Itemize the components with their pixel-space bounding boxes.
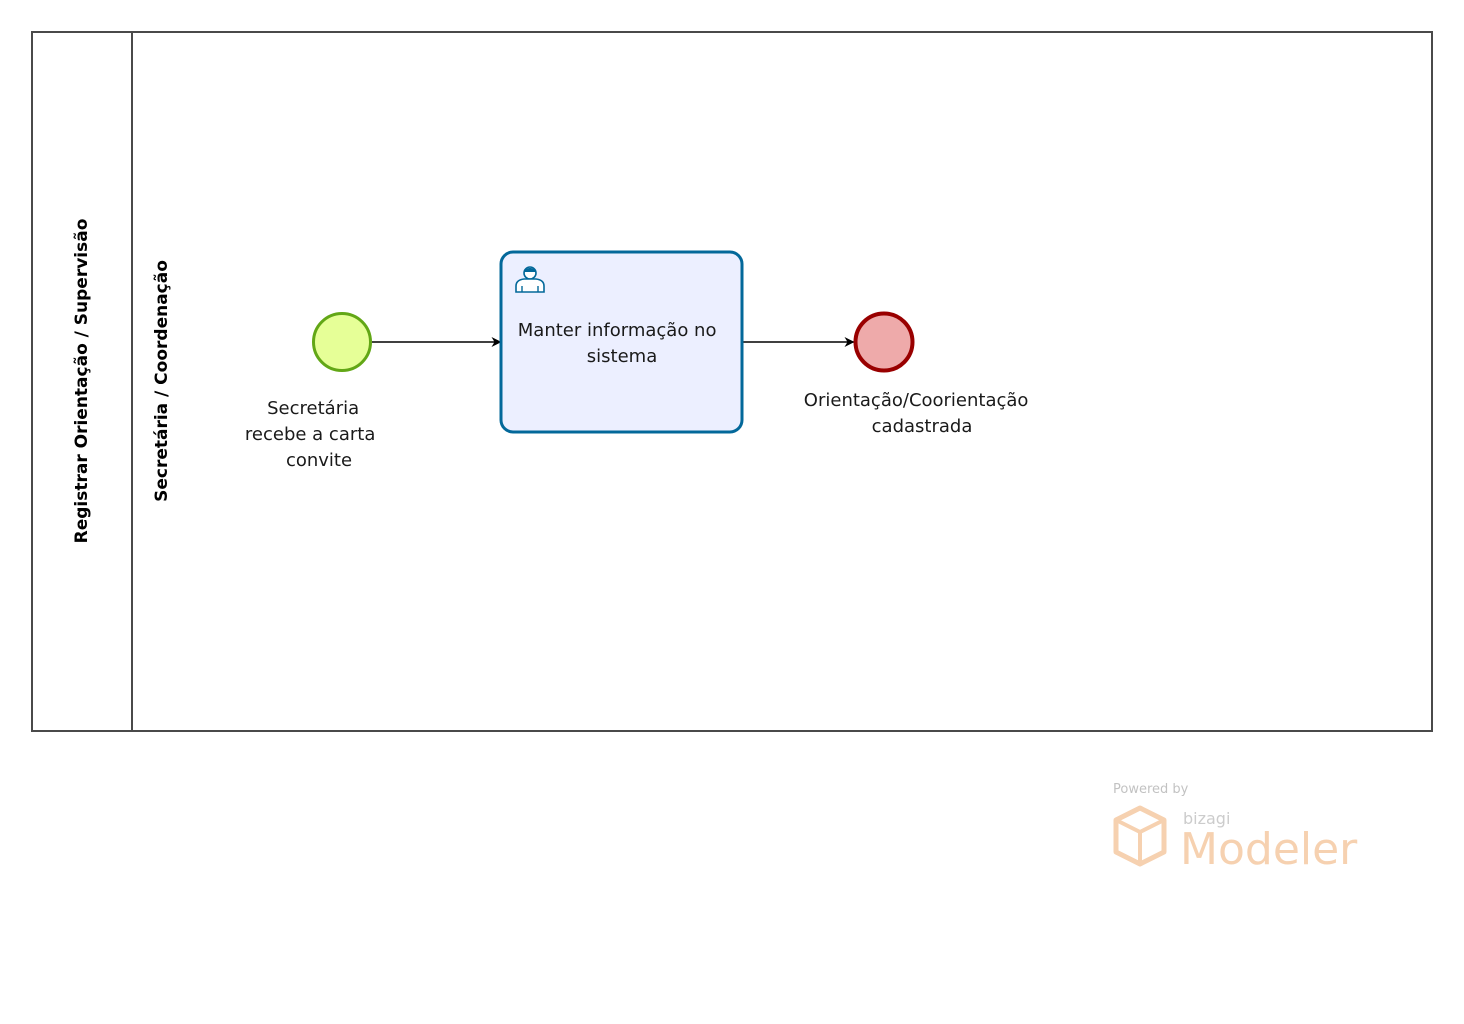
task-label-line: Manter informação no xyxy=(518,320,717,341)
lane[interactable]: Secretária / Coordenação xyxy=(152,260,172,502)
start-event-circle[interactable] xyxy=(312,312,372,372)
task-manter-informacao[interactable]: Manter informação no sistema xyxy=(499,250,744,434)
start-event-label-line: recebe a carta xyxy=(245,424,375,445)
pool-label: Registrar Orientação / Supervisão xyxy=(72,219,92,544)
watermark-product: Modeler xyxy=(1180,824,1358,875)
task-box[interactable] xyxy=(499,250,744,434)
lane-label: Secretária / Coordenação xyxy=(152,260,172,502)
end-event-label-line: cadastrada xyxy=(872,416,973,437)
user-task-icon xyxy=(515,266,545,293)
start-event-label: Secretária recebe a carta convite xyxy=(245,398,381,471)
end-event[interactable]: Orientação/Coorientação cadastrada xyxy=(804,311,1034,438)
watermark-powered-by: Powered by xyxy=(1113,782,1189,797)
start-event[interactable]: Secretária recebe a carta convite xyxy=(245,312,381,472)
start-event-label-line: Secretária xyxy=(267,398,359,419)
task-label-line: sistema xyxy=(587,346,657,367)
end-event-circle[interactable] xyxy=(853,311,915,373)
bizagi-watermark: Powered by bizagi Modeler xyxy=(1113,782,1358,875)
task-label: Manter informação no sistema xyxy=(518,320,722,367)
bizagi-cube-icon xyxy=(1113,805,1167,867)
watermark-brand: bizagi xyxy=(1183,809,1230,828)
end-event-label: Orientação/Coorientação cadastrada xyxy=(804,390,1034,437)
end-event-label-line: Orientação/Coorientação xyxy=(804,390,1029,411)
start-event-label-line: convite xyxy=(286,450,352,471)
